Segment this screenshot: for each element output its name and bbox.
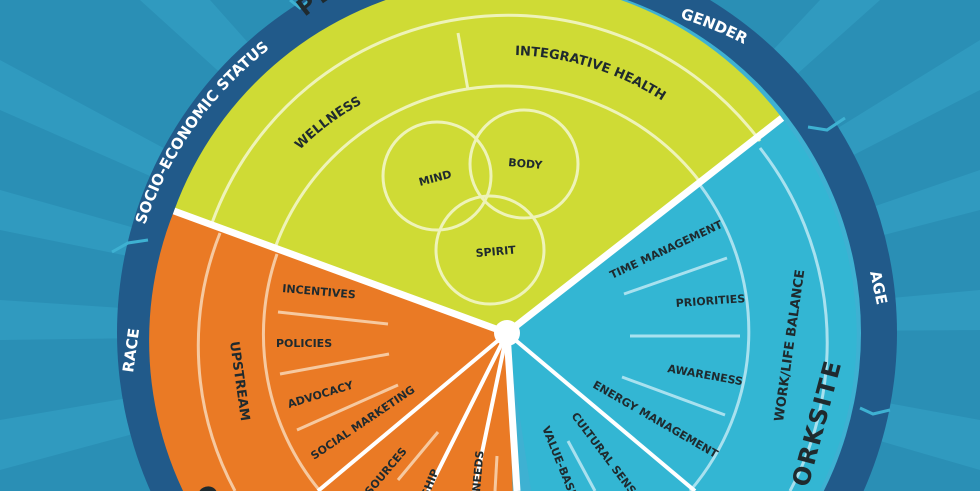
- sector-personal-family: [174, 0, 782, 333]
- community-dividers: [316, 331, 509, 491]
- worksite-divider: [505, 331, 697, 491]
- priorities-label: PRIORITIES: [675, 292, 745, 310]
- incentives-label: INCENTIVES: [282, 282, 357, 301]
- sector-community: [149, 211, 513, 491]
- community-arcs: [196, 232, 499, 491]
- needs-label: NEEDS: [470, 450, 487, 491]
- policies-label: POLICIES: [276, 337, 332, 350]
- venn-spirit-label: SPIRIT: [475, 243, 517, 259]
- worksite-arcs: [566, 147, 829, 491]
- main-dividers: [172, 115, 785, 491]
- venn-body-label: BODY: [508, 156, 544, 172]
- sector-worksite: [507, 118, 857, 491]
- center-hub: [494, 320, 520, 346]
- community-title: CO: [189, 482, 229, 491]
- venn-circles: [381, 108, 580, 306]
- personal-arcs: [210, 13, 762, 249]
- ring-chevrons: [111, 0, 891, 416]
